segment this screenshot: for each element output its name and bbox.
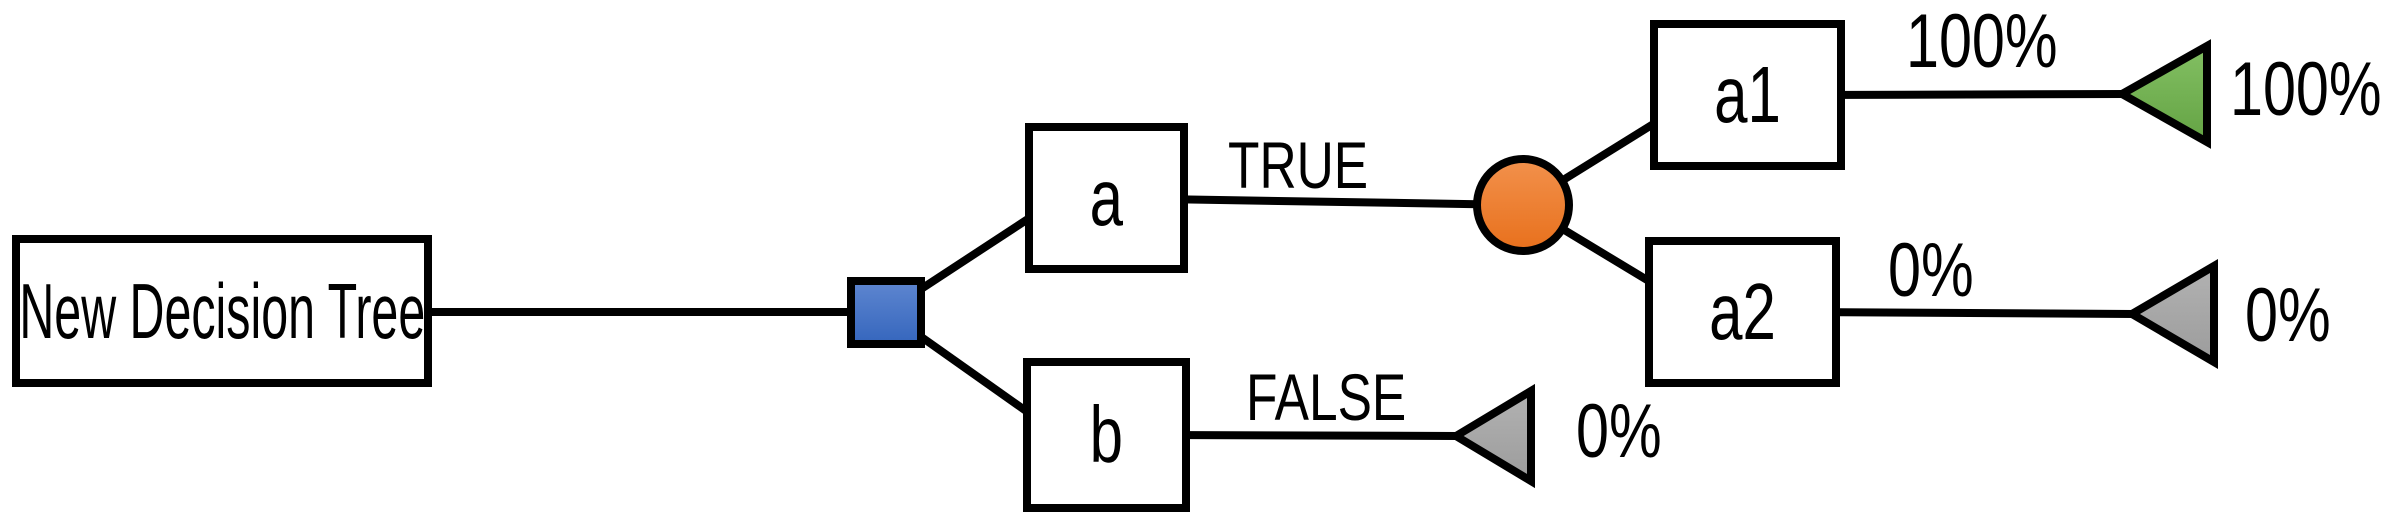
option-node-b[interactable]: b <box>1023 358 1190 512</box>
edge-label-false: FALSE <box>1246 360 1407 434</box>
edge-b-to-terminal <box>1159 431 1459 440</box>
option-node-a1[interactable]: a1 <box>1650 20 1845 170</box>
option-node-b-label: b <box>1089 390 1124 479</box>
edge-a-to-chance <box>1159 195 1524 209</box>
terminal-value-label-a2: 0% <box>2245 273 2331 358</box>
option-node-a-label: a <box>1089 153 1124 242</box>
probability-label-a2: 0% <box>1888 228 1974 313</box>
root-node[interactable]: New Decision Tree <box>12 235 432 387</box>
root-node-label: New Decision Tree <box>19 267 425 355</box>
chance-node-circle[interactable] <box>1473 155 1573 255</box>
terminal-triangle-a2[interactable] <box>2124 259 2218 369</box>
edge-a1-to-terminal <box>1809 90 2127 99</box>
edge-label-true: TRUE <box>1228 128 1369 202</box>
symbol-nodes <box>847 39 2218 489</box>
option-node-a1-label: a1 <box>1714 50 1781 139</box>
terminal-value-label-a1: 100% <box>2230 47 2382 132</box>
terminal-triangle-a1[interactable] <box>2113 39 2211 149</box>
option-node-a2[interactable]: a2 <box>1645 237 1840 387</box>
terminal-value-label-b: 0% <box>1576 389 1662 474</box>
option-node-a2-label: a2 <box>1709 267 1776 356</box>
probability-label-a1: 100% <box>1906 0 2058 84</box>
edge-a2-to-terminal <box>1799 308 2135 318</box>
terminal-triangle-b[interactable] <box>1448 383 1535 489</box>
option-node-a[interactable]: a <box>1025 123 1188 273</box>
decision-node-square[interactable] <box>847 277 925 348</box>
